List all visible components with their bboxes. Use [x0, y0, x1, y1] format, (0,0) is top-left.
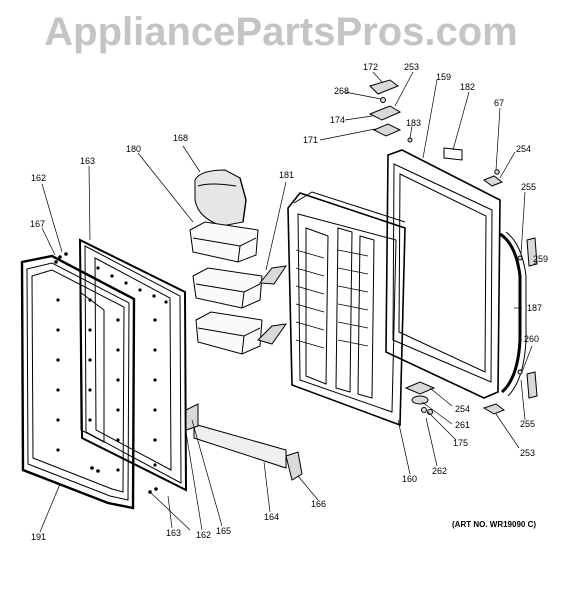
label-255-lower: 255 [520, 419, 535, 429]
label-260: 260 [524, 334, 539, 344]
label-183: 183 [406, 118, 421, 128]
part-labels: 172 253 159 268 182 67 174 183 171 168 2… [30, 62, 548, 542]
label-255: 255 [521, 182, 536, 192]
top-hinge-parts [368, 79, 504, 187]
label-162: 162 [31, 173, 46, 183]
label-262: 262 [432, 466, 447, 476]
label-180: 180 [126, 144, 141, 154]
dairy-cover [194, 169, 247, 227]
label-187: 187 [527, 303, 542, 313]
label-171: 171 [303, 135, 318, 145]
door-inner-liner [287, 191, 406, 427]
label-159: 159 [436, 72, 451, 82]
bin-brackets [257, 265, 288, 345]
label-268: 268 [334, 86, 349, 96]
art-number: (ART NO. WR19090 C) [452, 520, 537, 529]
label-191: 191 [31, 532, 46, 542]
label-254: 254 [516, 144, 531, 154]
label-261: 261 [455, 420, 470, 430]
label-67: 67 [494, 98, 504, 108]
label-168: 168 [173, 133, 188, 143]
label-174: 174 [330, 115, 345, 125]
watermark-text: AppliancePartsPros.com [44, 10, 518, 54]
label-162-lower: 162 [196, 530, 211, 540]
label-163-lower: 163 [166, 528, 181, 538]
label-166: 166 [311, 499, 326, 509]
label-254-lower: 254 [455, 404, 470, 414]
bottom-hinge-parts [404, 255, 523, 415]
outer-door-panel [385, 149, 501, 399]
label-259: 259 [533, 254, 548, 264]
door-gasket-rear [78, 238, 188, 492]
label-172: 172 [363, 62, 378, 72]
label-253-lower: 253 [520, 448, 535, 458]
label-164: 164 [264, 512, 279, 522]
label-167: 167 [30, 219, 45, 229]
label-181: 181 [279, 170, 294, 180]
label-182: 182 [460, 82, 475, 92]
handle-end-caps [526, 237, 538, 399]
callout-leader-lines [39, 71, 538, 533]
label-165: 165 [216, 526, 231, 536]
label-163: 163 [80, 156, 95, 166]
label-175: 175 [453, 438, 468, 448]
label-253: 253 [404, 62, 419, 72]
gasket-dots [54, 252, 168, 494]
door-bins [189, 221, 263, 355]
label-160: 160 [402, 474, 417, 484]
bottom-door-tray [185, 403, 303, 481]
